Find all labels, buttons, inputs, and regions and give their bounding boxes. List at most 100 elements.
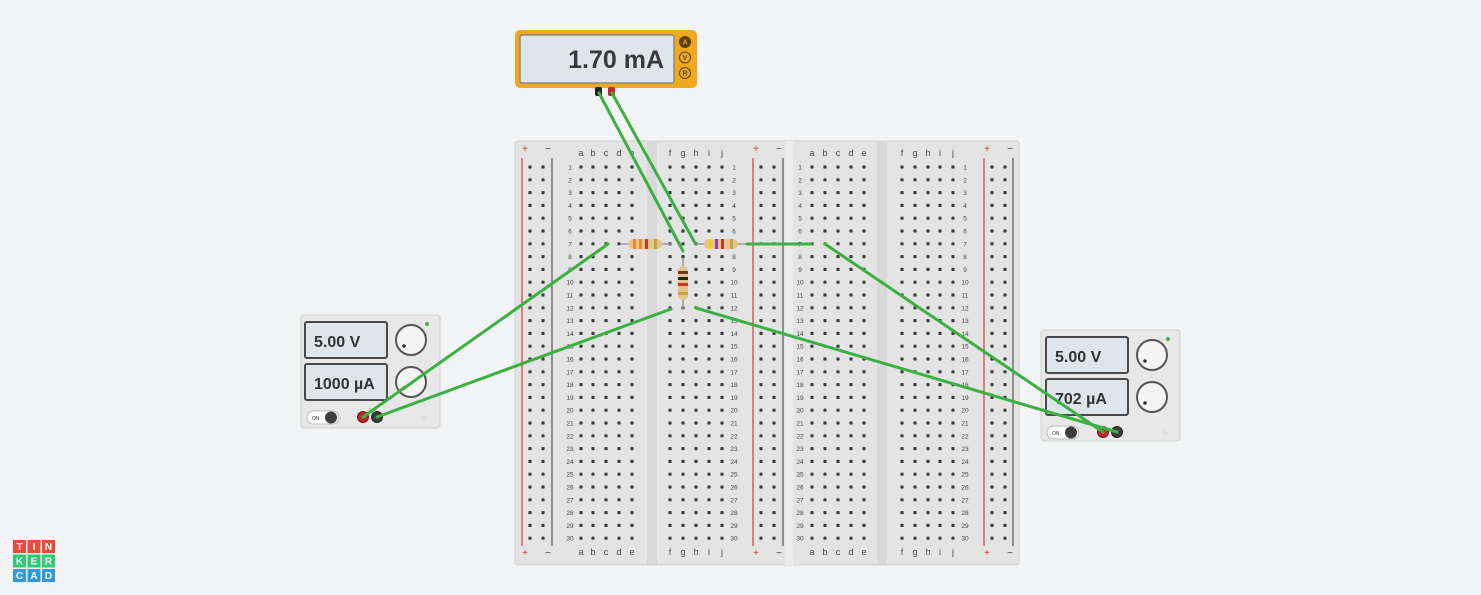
breadboard-hole[interactable] [591, 203, 595, 207]
breadboard-hole[interactable] [772, 485, 776, 489]
breadboard-hole[interactable] [900, 498, 904, 502]
breadboard-hole[interactable] [913, 203, 917, 207]
breadboard-hole[interactable] [617, 191, 621, 195]
breadboard-hole[interactable] [668, 485, 672, 489]
breadboard-hole[interactable] [951, 357, 955, 361]
breadboard-hole[interactable] [720, 331, 724, 335]
breadboard-hole[interactable] [823, 447, 827, 451]
breadboard-hole[interactable] [617, 383, 621, 387]
breadboard-hole[interactable] [579, 344, 583, 348]
breadboard-hole[interactable] [541, 485, 545, 489]
breadboard-hole[interactable] [617, 331, 621, 335]
breadboard-hole[interactable] [990, 178, 994, 182]
breadboard-hole[interactable] [591, 357, 595, 361]
breadboard-hole[interactable] [900, 331, 904, 335]
breadboard-hole[interactable] [541, 408, 545, 412]
breadboard-hole[interactable] [707, 408, 711, 412]
breadboard-hole[interactable] [668, 498, 672, 502]
breadboard-hole[interactable] [926, 536, 930, 540]
breadboard-hole[interactable] [951, 472, 955, 476]
breadboard-hole[interactable] [990, 485, 994, 489]
breadboard-hole[interactable] [541, 395, 545, 399]
breadboard-hole[interactable] [617, 408, 621, 412]
breadboard-hole[interactable] [694, 216, 698, 220]
breadboard-hole[interactable] [630, 191, 634, 195]
breadboard-hole[interactable] [630, 165, 634, 169]
breadboard-hole[interactable] [541, 536, 545, 540]
breadboard-hole[interactable] [900, 459, 904, 463]
breadboard-hole[interactable] [591, 421, 595, 425]
breadboard-hole[interactable] [1003, 319, 1007, 323]
breadboard-hole[interactable] [759, 459, 763, 463]
breadboard-hole[interactable] [668, 319, 672, 323]
breadboard-hole[interactable] [990, 370, 994, 374]
breadboard-hole[interactable] [938, 370, 942, 374]
breadboard-hole[interactable] [759, 267, 763, 271]
wires[interactable] [361, 91, 1119, 434]
breadboard-hole[interactable] [836, 306, 840, 310]
breadboard-hole[interactable] [1003, 331, 1007, 335]
breadboard-hole[interactable] [926, 280, 930, 284]
breadboard-hole[interactable] [951, 306, 955, 310]
breadboard-hole[interactable] [1003, 344, 1007, 348]
breadboard-hole[interactable] [528, 331, 532, 335]
breadboard-hole[interactable] [681, 523, 685, 527]
breadboard-hole[interactable] [591, 242, 595, 246]
breadboard-hole[interactable] [681, 408, 685, 412]
breadboard-hole[interactable] [810, 344, 814, 348]
breadboard-hole[interactable] [1003, 203, 1007, 207]
breadboard-hole[interactable] [528, 165, 532, 169]
breadboard-hole[interactable] [617, 255, 621, 259]
breadboard-hole[interactable] [668, 459, 672, 463]
breadboard-hole[interactable] [720, 293, 724, 297]
breadboard-hole[interactable] [849, 216, 853, 220]
breadboard-hole[interactable] [591, 395, 595, 399]
breadboard-hole[interactable] [900, 319, 904, 323]
breadboard-hole[interactable] [617, 178, 621, 182]
breadboard-hole[interactable] [759, 434, 763, 438]
breadboard-hole[interactable] [810, 178, 814, 182]
breadboard-hole[interactable] [604, 523, 608, 527]
breadboard-hole[interactable] [707, 447, 711, 451]
breadboard-hole[interactable] [541, 511, 545, 515]
breadboard-hole[interactable] [720, 408, 724, 412]
breadboard-hole[interactable] [707, 191, 711, 195]
breadboard-hole[interactable] [849, 203, 853, 207]
breadboard-hole[interactable] [630, 319, 634, 323]
breadboard-hole[interactable] [913, 229, 917, 233]
breadboard-hole[interactable] [926, 267, 930, 271]
breadboard-hole[interactable] [759, 498, 763, 502]
breadboard-hole[interactable] [720, 370, 724, 374]
breadboard-hole[interactable] [720, 191, 724, 195]
breadboard-hole[interactable] [938, 280, 942, 284]
breadboard-hole[interactable] [694, 421, 698, 425]
breadboard-hole[interactable] [579, 523, 583, 527]
breadboard-hole[interactable] [1003, 511, 1007, 515]
breadboard-hole[interactable] [913, 216, 917, 220]
breadboard-hole[interactable] [951, 498, 955, 502]
breadboard-hole[interactable] [630, 383, 634, 387]
breadboard-hole[interactable] [938, 229, 942, 233]
breadboard-hole[interactable] [759, 395, 763, 399]
breadboard-hole[interactable] [900, 447, 904, 451]
breadboard-hole[interactable] [591, 216, 595, 220]
breadboard-hole[interactable] [836, 216, 840, 220]
breadboard-hole[interactable] [591, 536, 595, 540]
breadboard-hole[interactable] [630, 459, 634, 463]
breadboard-hole[interactable] [720, 229, 724, 233]
breadboard-hole[interactable] [772, 523, 776, 527]
breadboard-hole[interactable] [951, 459, 955, 463]
breadboard-hole[interactable] [1003, 280, 1007, 284]
breadboard-hole[interactable] [849, 447, 853, 451]
breadboard-hole[interactable] [913, 178, 917, 182]
breadboard-hole[interactable] [591, 485, 595, 489]
breadboard-hole[interactable] [772, 344, 776, 348]
resistor-r1[interactable] [620, 239, 672, 249]
breadboard-hole[interactable] [926, 459, 930, 463]
breadboard-hole[interactable] [862, 498, 866, 502]
breadboard-hole[interactable] [694, 523, 698, 527]
breadboard-hole[interactable] [630, 357, 634, 361]
breadboard-hole[interactable] [823, 357, 827, 361]
breadboard-hole[interactable] [913, 319, 917, 323]
breadboard-hole[interactable] [810, 536, 814, 540]
